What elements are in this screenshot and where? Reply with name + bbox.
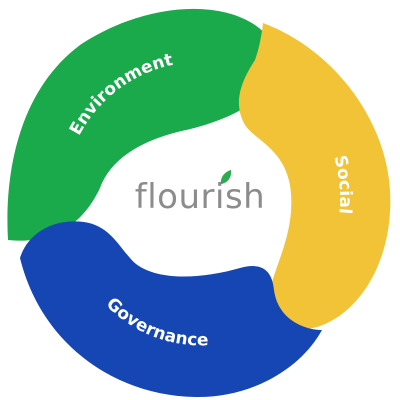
flourish-logo: flourish (135, 170, 265, 217)
leaf-icon (220, 170, 232, 184)
segment-governance (20, 221, 322, 398)
segment-social (238, 23, 391, 330)
logo-wordmark: flourish (135, 177, 265, 217)
segment-environment (7, 8, 277, 241)
